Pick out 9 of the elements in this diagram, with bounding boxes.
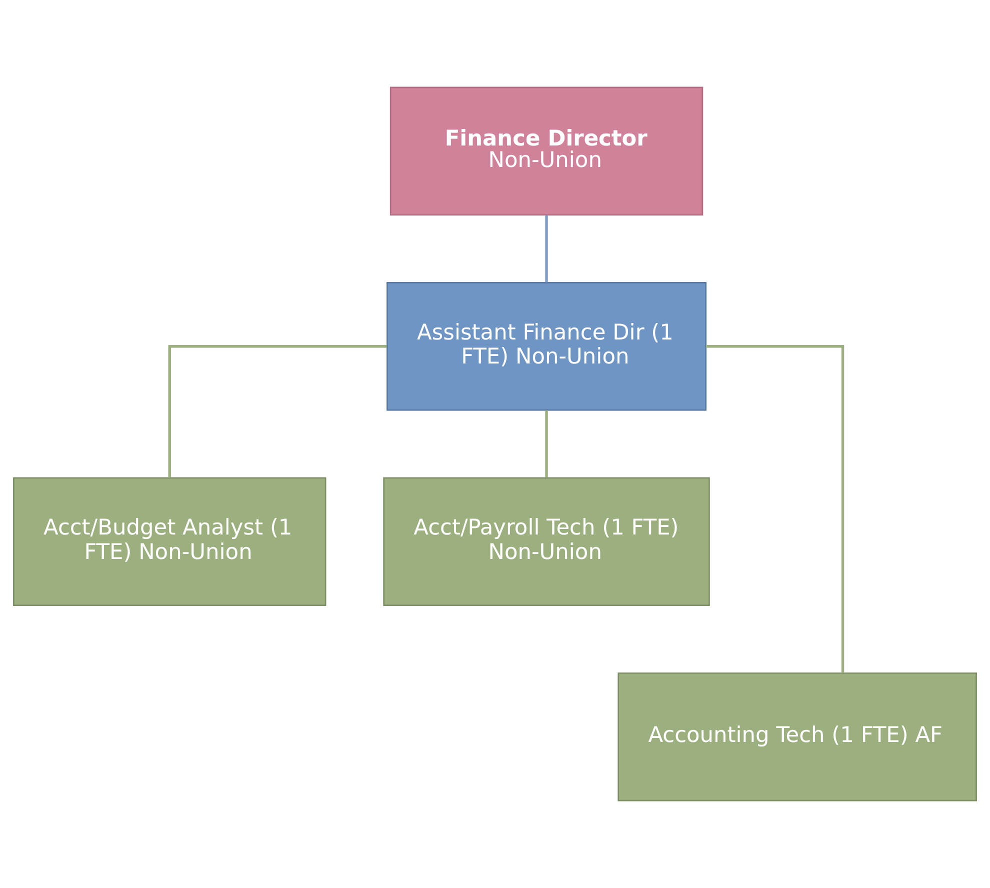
node-box: Accounting Tech (1 FTE) AF [618, 672, 977, 802]
node-box: Assistant Finance Dir (1 FTE) Non-Union [386, 282, 706, 411]
connector [168, 345, 387, 478]
connector [706, 345, 844, 673]
node-box: Acct/Payroll Tech (1 FTE) Non-Union [383, 477, 710, 606]
connector [545, 215, 548, 282]
connector [545, 410, 548, 478]
node-box: Finance Director Non-Union [390, 86, 704, 216]
node-box: Acct/Budget Analyst (1 FTE) Non-Union [13, 477, 326, 606]
